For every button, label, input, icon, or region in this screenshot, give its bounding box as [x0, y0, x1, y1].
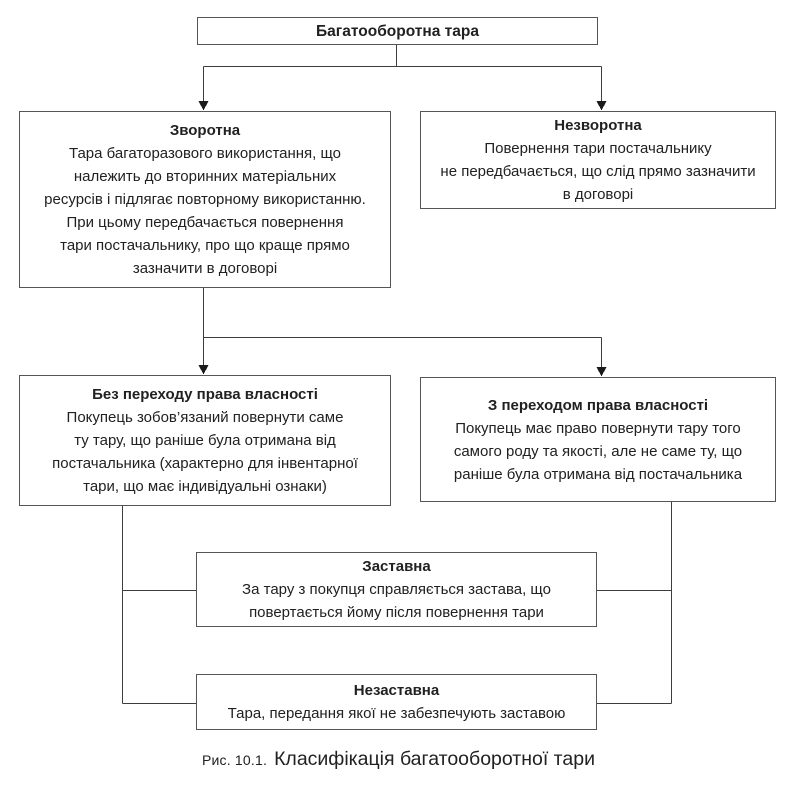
figure-caption: Рис. 10.1. Класифікація багатооборотної …	[0, 748, 797, 790]
arrowhead-level3-left	[198, 365, 209, 375]
node-zastavna: Заставна За тару з покупця справляється …	[196, 552, 597, 627]
node-bez-perekhodu-prava-vlasnosti: Без переходу права власності Покупець зо…	[19, 375, 391, 506]
node-body: Покупець зобов’язаний повернути саме ту …	[52, 409, 358, 495]
node-body: Покупець має право повернути тару того с…	[453, 419, 743, 483]
node-title: Багатооборотна тара	[316, 22, 479, 40]
node-body: Тара багаторазового використання, що нал…	[44, 145, 366, 277]
node-zvorotna: Зворотна Тара багаторазового використанн…	[19, 111, 391, 288]
node-nezvorotna: Незворотна Повернення тари постачальнику…	[420, 111, 776, 209]
node-bahatooborotna-tara: Багатооборотна тара	[197, 17, 598, 45]
arrowhead-level2-left	[198, 101, 209, 111]
node-title: Зворотна	[169, 122, 241, 139]
node-body: Повернення тари постачальнику не передба…	[440, 140, 756, 203]
node-title: Незаставна	[353, 682, 440, 699]
node-title: Без переходу права власності	[92, 386, 318, 403]
arrowhead-level3-right	[596, 367, 607, 377]
figure-caption-text: Класифікація багатооборотної тари	[274, 748, 595, 770]
node-body: За тару з покупця справляється застава, …	[242, 581, 551, 621]
node-title: Незворотна	[554, 117, 642, 134]
node-z-perekhodom-prava-vlasnosti: З переходом права власності Покупець має…	[420, 377, 776, 502]
node-nezastavna: Незаставна Тара, передання якої не забез…	[196, 674, 597, 730]
node-body: Тара, передання якої не забезпечують зас…	[227, 705, 566, 722]
figure-caption-number: Рис. 10.1.	[202, 752, 268, 768]
node-title: Заставна	[362, 558, 431, 575]
node-title: З переходом права власності	[487, 396, 709, 414]
arrowhead-level2-right	[596, 101, 607, 111]
